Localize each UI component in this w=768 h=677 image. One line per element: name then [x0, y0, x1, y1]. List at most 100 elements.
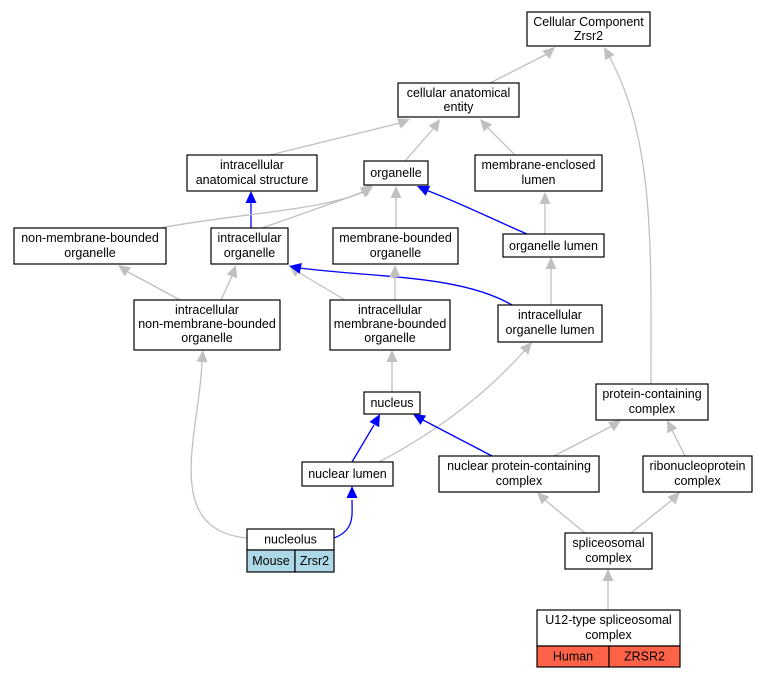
node-label-line1: nuclear protein-containing — [447, 459, 591, 473]
edge-organelle-lumen-to-organelle-arrowhead — [417, 185, 431, 196]
edge-nucleus-to-intracellular-membrane-bounded-organelle-arrowhead — [386, 350, 398, 362]
node-label-line3: organelle — [364, 331, 415, 345]
node-label-line1: nuclear lumen — [308, 467, 387, 481]
node-label-line2: Zrsr2 — [574, 29, 603, 43]
node-u12-type-spliceosomal-complex[interactable]: U12-type spliceosomal complex Human ZRSR… — [536, 609, 681, 668]
node-label-line1: intracellular — [518, 308, 582, 322]
edge-intracellular-organelle-lumen-to-intracellular-organelle — [298, 267, 513, 306]
node-membrane-enclosed-lumen[interactable]: membrane-enclosed lumen — [474, 154, 603, 192]
node-label-line1: nucleus — [370, 396, 413, 410]
edge-intracellular-membrane-bounded-organelle-to-intracellular-organelle — [297, 271, 346, 301]
node-label-line2: organelle — [64, 246, 115, 260]
node-ribonucleoprotein-complex[interactable]: ribonucleoprotein complex — [642, 455, 753, 493]
node-intracellular-organelle[interactable]: intracellular organelle — [210, 227, 289, 265]
edge-nuclear-protein-containing-complex-to-protein-containing-complex-arrowhead — [607, 420, 621, 432]
node-spliceosomal-complex[interactable]: spliceosomal complex — [564, 532, 653, 570]
edge-ribonucleoprotein-complex-to-protein-containing-complex — [671, 429, 686, 457]
node-label-line1: ribonucleoprotein — [650, 459, 746, 473]
node-label-line2: complex — [585, 551, 632, 565]
gene-cell-zrsr2-human — [608, 645, 681, 668]
node-label-line1: membrane-enclosed — [482, 158, 596, 172]
node-label-line1: nucleolus — [264, 533, 317, 547]
edge-organelle-lumen-to-membrane-enclosed-lumen-arrowhead — [539, 192, 551, 204]
node-organelle-lumen[interactable]: organelle lumen — [502, 233, 605, 258]
node-label-line2: complex — [496, 474, 543, 488]
gene-label-zrsr2: Zrsr2 — [300, 554, 329, 568]
edge-nuclear-protein-containing-complex-to-protein-containing-complex — [553, 425, 613, 457]
edge-organelle-to-cellular-anatomical-entity — [404, 128, 434, 162]
edge-intracellular-non-membrane-bounded-organelle-to-non-membrane-bounded-organelle — [127, 271, 181, 301]
edge-membrane-bounded-organelle-to-organelle-arrowhead — [390, 186, 402, 198]
edge-intracellular-non-membrane-bounded-organelle-to-non-membrane-bounded-organelle-arrowhead — [118, 265, 131, 277]
node-protein-containing-complex[interactable]: protein-containing complex — [595, 383, 709, 421]
gene-cell-zrsr2 — [294, 549, 335, 573]
node-label-line2: non-membrane-bounded — [138, 317, 276, 331]
node-label-line1: Cellular Component — [533, 15, 644, 29]
edge-nucleolus-to-nuclear-lumen-arrowhead — [346, 486, 358, 498]
node-label-line1: U12-type spliceosomal — [545, 613, 671, 627]
edge-membrane-enclosed-lumen-to-cellular-anatomical-entity — [487, 127, 516, 156]
node-label-line2: complex — [674, 474, 721, 488]
edge-protein-containing-complex-to-cellular-component — [608, 55, 652, 385]
node-label-line1: non-membrane-bounded — [21, 231, 159, 245]
node-intracellular-organelle-lumen[interactable]: intracellular organelle lumen — [497, 304, 603, 343]
node-nucleus[interactable]: nucleus — [363, 391, 421, 415]
node-label-line1: membrane-bounded — [339, 231, 452, 245]
gene-label-zrsr2-human: ZRSR2 — [624, 650, 665, 664]
node-label-line2: membrane-bounded — [334, 317, 447, 331]
edge-nuclear-lumen-to-nucleus — [351, 424, 375, 463]
edge-organelle-lumen-to-organelle — [425, 189, 528, 235]
node-intracellular-anatomical-structure[interactable]: intracellular anatomical structure — [186, 154, 318, 192]
node-label-line1: intracellular — [175, 303, 239, 317]
edge-intracellular-non-membrane-bounded-organelle-to-intracellular-organelle — [220, 275, 233, 301]
node-label-line2: entity — [444, 100, 475, 114]
edges-layer — [118, 47, 686, 610]
edge-intracellular-anatomical-structure-to-cellular-anatomical-entity-arrowhead — [396, 118, 410, 129]
edge-nuclear-lumen-to-intracellular-organelle-lumen — [378, 349, 526, 463]
edge-spliceosomal-complex-to-ribonucleoprotein-complex — [630, 499, 673, 534]
edge-intracellular-organelle-to-organelle-arrowhead — [359, 187, 373, 198]
node-label-line2: organelle lumen — [506, 323, 595, 337]
edge-intracellular-organelle-lumen-to-organelle-lumen-arrowhead — [545, 257, 557, 269]
node-cellular-anatomical-entity[interactable]: cellular anatomical entity — [397, 82, 520, 118]
node-label-line1: organelle lumen — [509, 239, 598, 253]
node-label-line2: lumen — [521, 173, 555, 187]
edge-u12-type-spliceosomal-complex-to-spliceosomal-complex-arrowhead — [602, 569, 614, 581]
edge-spliceosomal-complex-to-nuclear-protein-containing-complex-arrowhead — [537, 492, 550, 505]
edge-cellular-anatomical-entity-to-cellular-component-arrowhead — [542, 47, 555, 60]
edge-nuclear-lumen-to-nucleus-arrowhead — [369, 414, 380, 428]
edge-nuclear-lumen-to-intracellular-organelle-lumen-arrowhead — [519, 342, 532, 355]
edge-ribonucleoprotein-complex-to-protein-containing-complex-arrowhead — [667, 420, 678, 434]
node-non-membrane-bounded-organelle[interactable]: non-membrane-bounded organelle — [13, 227, 167, 265]
edge-nucleolus-to-intracellular-non-membrane-bounded-organelle — [190, 361, 248, 539]
node-cellular-component[interactable]: Cellular Component Zrsr2 — [526, 11, 651, 47]
node-label-line3: organelle — [181, 331, 232, 345]
node-membrane-bounded-organelle[interactable]: membrane-bounded organelle — [332, 227, 459, 265]
node-label-line1: intracellular — [358, 303, 422, 317]
edge-nuclear-protein-containing-complex-to-nucleus — [422, 419, 493, 457]
edge-cellular-anatomical-entity-to-cellular-component — [489, 53, 548, 84]
node-organelle[interactable]: organelle — [363, 160, 429, 186]
node-nucleolus[interactable]: nucleolus Mouse Zrsr2 — [246, 528, 335, 573]
edge-protein-containing-complex-to-cellular-component-arrowhead — [604, 47, 615, 61]
node-label-line1: cellular anatomical — [407, 86, 511, 100]
node-nuclear-lumen[interactable]: nuclear lumen — [301, 461, 394, 487]
node-intracellular-non-membrane-bounded-organelle[interactable]: intracellular non-membrane-bounded organ… — [133, 299, 281, 351]
node-label-line2: organelle — [370, 246, 421, 260]
node-label-line1: intracellular — [218, 231, 282, 245]
edge-intracellular-organelle-to-intracellular-anatomical-structure-arrowhead — [245, 191, 257, 203]
edge-non-membrane-bounded-organelle-to-organelle — [159, 189, 367, 229]
node-label-line2: complex — [629, 402, 676, 416]
node-intracellular-membrane-bounded-organelle[interactable]: intracellular membrane-bounded organelle — [329, 299, 451, 351]
node-label-line1: organelle — [370, 166, 421, 180]
node-label-line2: organelle — [224, 246, 275, 260]
edge-nucleolus-to-nuclear-lumen — [333, 499, 353, 539]
edge-intracellular-organelle-to-organelle — [261, 191, 365, 229]
node-label-line2: anatomical structure — [196, 173, 309, 187]
edge-intracellular-non-membrane-bounded-organelle-to-intracellular-organelle-arrowhead — [226, 265, 238, 279]
node-nuclear-protein-containing-complex[interactable]: nuclear protein-containing complex — [438, 455, 600, 493]
edge-intracellular-anatomical-structure-to-cellular-anatomical-entity — [269, 122, 401, 156]
edge-intracellular-organelle-lumen-to-intracellular-organelle-arrowhead — [289, 262, 302, 274]
